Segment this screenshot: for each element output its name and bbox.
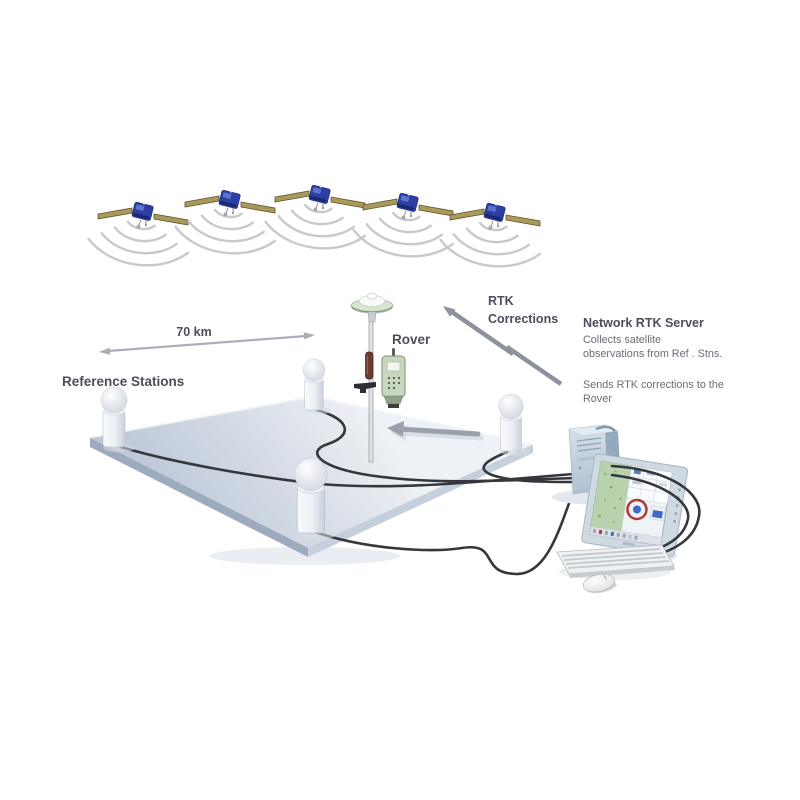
server-monitor [581, 453, 689, 557]
server-note-line4: Rover [583, 393, 612, 405]
gps-satellite-icon [171, 186, 280, 261]
pole-clamp [354, 382, 376, 393]
gps-satellite-icon [261, 181, 370, 256]
gps-satellite-icon [349, 189, 458, 264]
map-view [590, 461, 632, 532]
data-cable [610, 473, 690, 552]
pole-grip [365, 351, 374, 380]
keyboard [556, 544, 675, 580]
rover-gps-unit [350, 292, 406, 463]
plane-shadow [210, 547, 400, 565]
data-cable [315, 408, 576, 483]
data-cable [610, 464, 701, 557]
gps-antenna-icon [350, 292, 394, 323]
rtk-label-line1: RTK [488, 294, 514, 308]
rtk-corrections-arrow [443, 306, 563, 386]
server-note: Network RTK Server Collects satellite ob… [583, 316, 724, 405]
gps-satellite-icon [84, 198, 193, 273]
tower-handle [595, 425, 616, 432]
reference-stations-label: Reference Stations [62, 374, 184, 389]
mouse [582, 573, 617, 594]
server-note-line2: observations from Ref . Stns. [583, 348, 722, 360]
rover-controller [381, 348, 406, 408]
distance-arrow [99, 332, 315, 355]
server-note-title: Network RTK Server [583, 316, 704, 330]
rtk-label-line2: Corrections [488, 312, 558, 326]
data-cable [482, 450, 576, 484]
server-note-line3: Sends RTK corrections to the [583, 379, 724, 391]
rover-arrow [387, 421, 484, 441]
server-note-line1: Collects satellite [583, 334, 661, 346]
data-cable [313, 486, 577, 576]
rover-label: Rover [392, 332, 431, 347]
gps-satellite-icon [436, 199, 545, 274]
distance-label: 70 km [176, 325, 211, 339]
power-button [578, 466, 582, 470]
chart-widget [651, 509, 663, 519]
